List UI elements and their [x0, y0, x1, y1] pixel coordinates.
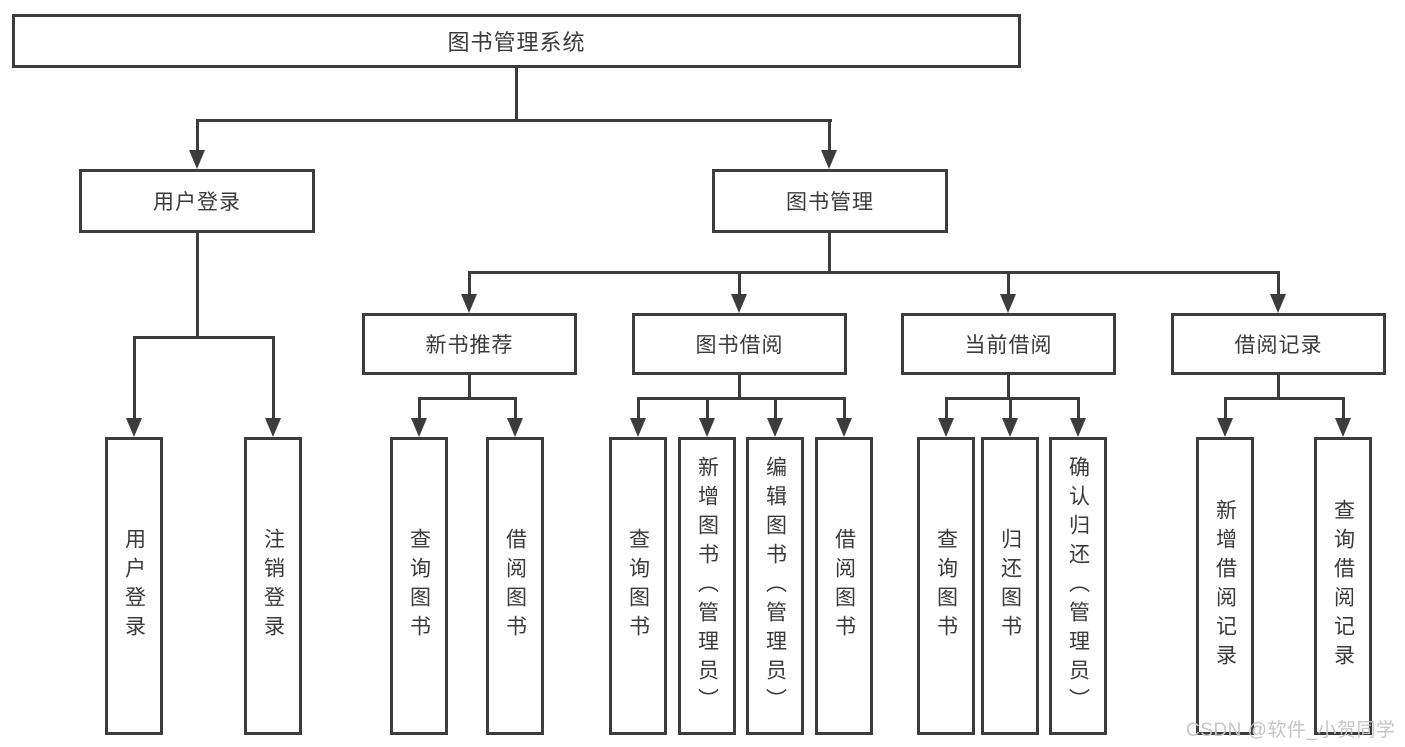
node-label: 当前借阅	[964, 334, 1053, 357]
connector-line	[843, 397, 846, 418]
leaf-add-books-admin: 新增图书（管理员）	[678, 437, 736, 735]
leaf-add-borrow-record: 新增借阅记录	[1196, 437, 1254, 735]
connector-line	[1277, 271, 1280, 295]
leaf-borrow-books-recommend: 借阅图书	[486, 437, 544, 735]
connector-line	[1277, 375, 1280, 398]
connector-line	[945, 397, 948, 418]
leaf-label: 查询图书	[934, 528, 958, 644]
connector-line	[1007, 375, 1010, 398]
leaf-edit-books-admin: 编辑图书（管理员）	[746, 437, 804, 735]
node-user-login: 用户登录	[79, 169, 315, 233]
connector-line	[468, 271, 1280, 274]
leaf-query-books-borrowing: 查询图书	[609, 437, 667, 735]
connector-line	[133, 336, 136, 418]
leaf-return-books: 归还图书	[981, 437, 1039, 735]
leaf-label: 确认归还（管理员）	[1066, 455, 1090, 717]
arrowhead-down	[731, 294, 747, 313]
connector-line	[1007, 271, 1010, 295]
leaf-label: 借阅图书	[832, 528, 856, 644]
leaf-query-borrow-record: 查询借阅记录	[1314, 437, 1372, 735]
connector-line	[706, 397, 709, 418]
connector-line	[515, 68, 518, 120]
connector-line	[774, 397, 777, 418]
connector-line	[196, 233, 199, 337]
leaf-query-books-recommend: 查询图书	[390, 437, 448, 735]
arrowhead-down	[411, 418, 427, 437]
connector-line	[418, 397, 517, 400]
connector-line	[468, 375, 471, 398]
arrowhead-down	[767, 418, 783, 437]
connector-line	[272, 336, 275, 418]
leaf-label: 用户登录	[122, 528, 146, 644]
arrowhead-down	[630, 418, 646, 437]
arrowhead-down	[821, 150, 837, 169]
leaf-label: 注销登录	[261, 528, 285, 644]
connector-line	[828, 233, 831, 272]
leaf-borrow-books: 借阅图书	[815, 437, 873, 735]
arrowhead-down	[1270, 294, 1286, 313]
arrowhead-down	[1000, 294, 1016, 313]
connector-line	[637, 397, 846, 400]
connector-line	[196, 119, 199, 151]
leaf-label: 新增图书（管理员）	[695, 455, 719, 717]
watermark: CSDN @软件_小贺同学	[1186, 720, 1396, 741]
arrowhead-down	[189, 150, 205, 169]
node-book-management: 图书管理	[712, 169, 948, 233]
leaf-label: 归还图书	[998, 528, 1022, 644]
connector-line	[1009, 397, 1012, 418]
connector-line	[196, 119, 832, 122]
node-label: 图书借阅	[695, 334, 784, 357]
arrowhead-down	[461, 294, 477, 313]
connector-line	[828, 119, 831, 151]
connector-line	[1077, 397, 1080, 418]
node-label: 图书管理	[786, 191, 874, 214]
arrowhead-down	[126, 418, 142, 437]
node-label: 借阅记录	[1234, 334, 1323, 357]
leaf-user-login: 用户登录	[105, 437, 163, 735]
leaf-label: 新增借阅记录	[1213, 499, 1237, 673]
leaf-label: 编辑图书（管理员）	[763, 455, 787, 717]
leaf-query-books-current: 查询图书	[917, 437, 975, 735]
leaf-label: 查询图书	[626, 528, 650, 644]
connector-line	[637, 397, 640, 418]
connector-line	[738, 375, 741, 398]
node-book-borrowing: 图书借阅	[632, 313, 847, 375]
node-label: 用户登录	[153, 191, 241, 214]
connector-line	[514, 397, 517, 418]
node-new-book-recommend: 新书推荐	[362, 313, 577, 375]
connector-line	[468, 271, 471, 295]
arrowhead-down	[265, 418, 281, 437]
leaf-confirm-return-admin: 确认归还（管理员）	[1049, 437, 1107, 735]
arrowhead-down	[1335, 418, 1351, 437]
arrowhead-down	[1070, 418, 1086, 437]
connector-line	[133, 336, 275, 339]
node-label: 图书管理系统	[447, 30, 586, 55]
arrowhead-down	[507, 418, 523, 437]
connector-line	[945, 397, 1080, 400]
arrowhead-down	[938, 418, 954, 437]
leaf-logout: 注销登录	[244, 437, 302, 735]
node-library-system: 图书管理系统	[12, 14, 1021, 68]
connector-line	[1224, 397, 1345, 400]
node-current-borrowing: 当前借阅	[901, 313, 1116, 375]
node-label: 新书推荐	[425, 334, 514, 357]
connector-line	[1342, 397, 1345, 418]
arrowhead-down	[1002, 418, 1018, 437]
leaf-label: 查询借阅记录	[1331, 499, 1355, 673]
node-borrow-records: 借阅记录	[1171, 313, 1386, 375]
connector-line	[1224, 397, 1227, 418]
leaf-label: 查询图书	[407, 528, 431, 644]
arrowhead-down	[836, 418, 852, 437]
connector-line	[738, 271, 741, 295]
arrowhead-down	[699, 418, 715, 437]
connector-line	[418, 397, 421, 418]
leaf-label: 借阅图书	[503, 528, 527, 644]
arrowhead-down	[1217, 418, 1233, 437]
